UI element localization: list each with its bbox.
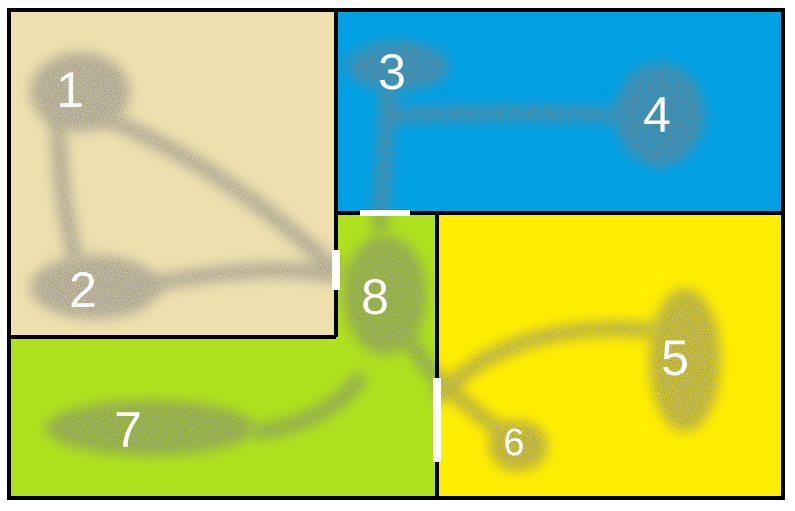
trail-6-5	[432, 320, 658, 403]
cloud-7	[45, 400, 255, 456]
cloud-2	[30, 255, 160, 319]
cluster-labels: 1 2 3 4 5 6 7 8	[56, 44, 689, 464]
cloud-1	[30, 52, 130, 132]
trail-3-8	[372, 82, 396, 233]
trail-group	[50, 82, 658, 440]
gap-green-yellow	[433, 378, 441, 462]
cloud-4	[615, 63, 705, 167]
trail-3-4	[392, 105, 623, 123]
cloud-group	[30, 41, 721, 472]
region-borders	[7, 8, 785, 500]
border-gaps	[332, 210, 441, 462]
trail-1-2	[50, 112, 83, 263]
cluster-label-7: 7	[114, 402, 142, 458]
point-clouds	[30, 41, 721, 472]
cloud-3	[346, 41, 450, 91]
cloud-8	[343, 235, 427, 355]
cluster-label-4: 4	[643, 87, 671, 143]
cluster-label-5: 5	[661, 330, 689, 386]
cloud-5	[649, 288, 721, 432]
trail-1-8	[102, 112, 343, 278]
outer-border	[7, 8, 785, 500]
gap-tan-green	[332, 250, 340, 290]
cluster-label-3: 3	[378, 44, 406, 100]
trail-7-8	[252, 372, 366, 440]
gap-top-green	[360, 210, 410, 216]
cluster-label-2: 2	[69, 262, 97, 318]
cluster-label-6: 6	[503, 422, 524, 464]
cluster-label-1: 1	[56, 62, 84, 118]
trail-2-8	[142, 262, 343, 293]
cluster-label-8: 8	[361, 269, 389, 325]
